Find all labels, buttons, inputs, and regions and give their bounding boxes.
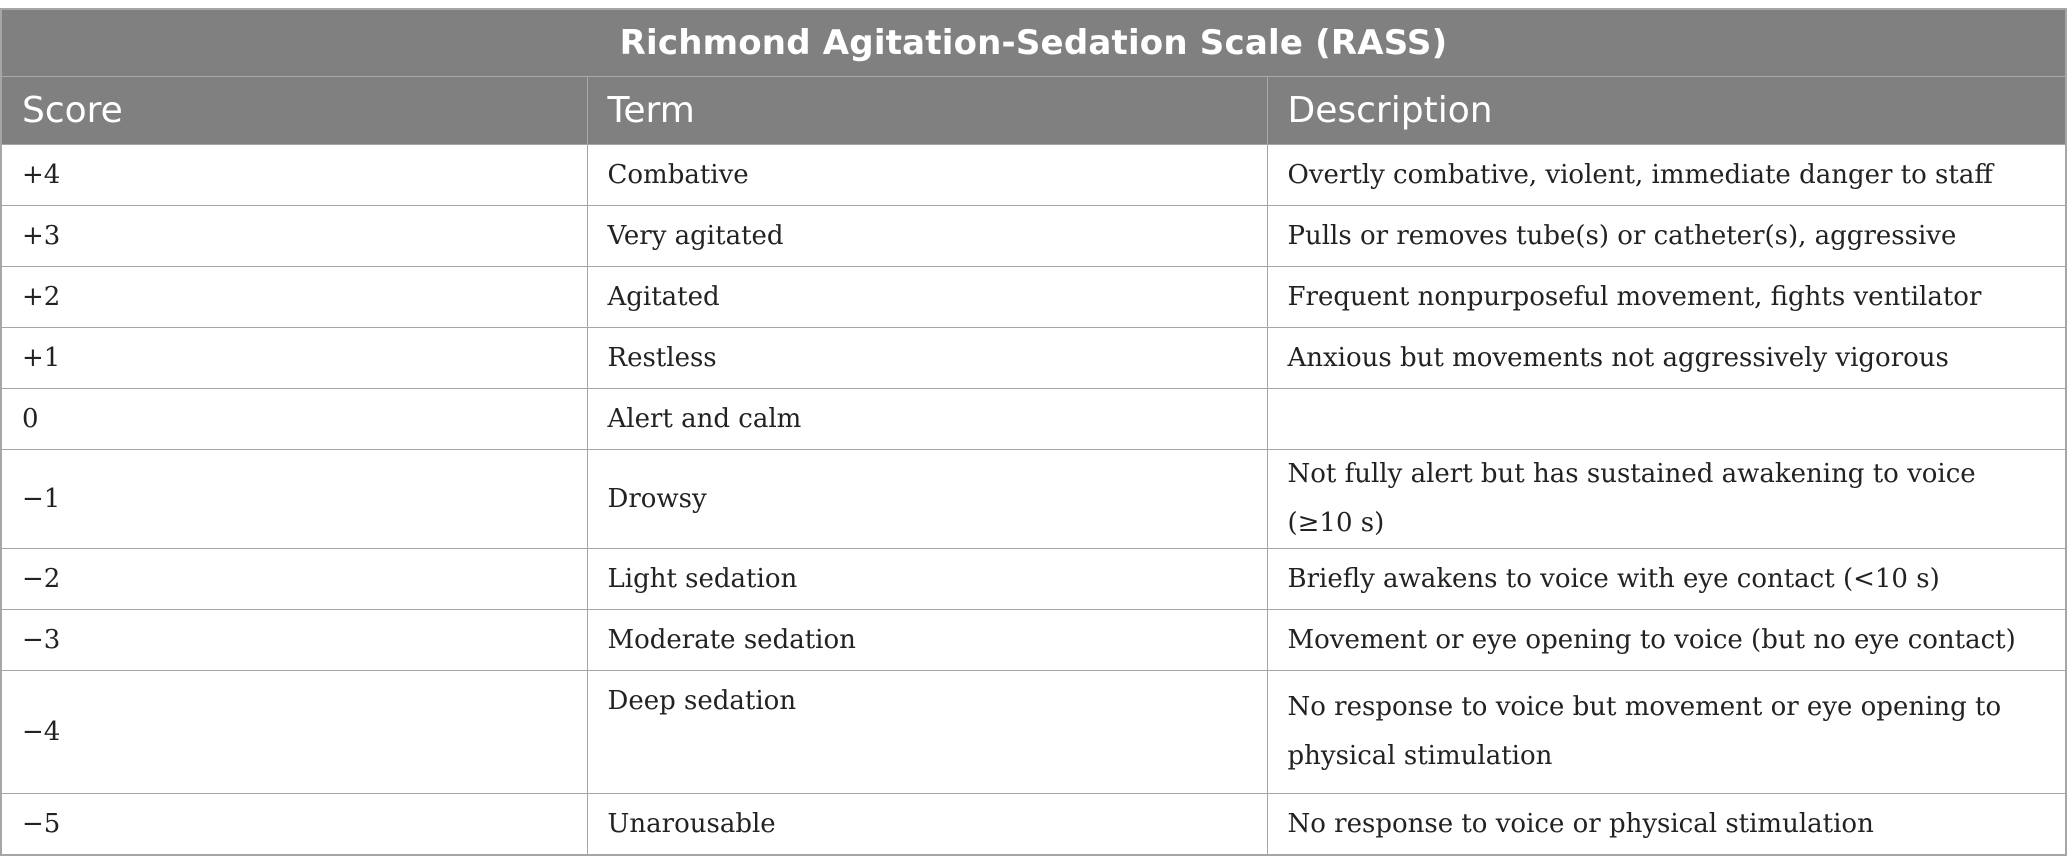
description-cell: No response to voice or physical stimula… [1267,793,2067,855]
description-cell: Frequent nonpurposeful movement, fights … [1267,266,2067,328]
description-cell: No response to voice but movement or eye… [1267,670,2067,794]
score-cell: −1 [1,449,588,549]
score-cell: +4 [1,144,588,206]
term-cell: Light sedation [587,548,1268,610]
description-cell: Overtly combative, violent, immediate da… [1267,144,2067,206]
term-cell: Very agitated [587,205,1268,267]
term-cell: Restless [587,327,1268,389]
description-cell: Pulls or removes tube(s) or catheter(s),… [1267,205,2067,267]
table-row: −4 Deep sedation No response to voice bu… [1,670,2067,794]
term-cell: Unarousable [587,793,1268,855]
table-row: −1 Drowsy Not fully alert but has sustai… [1,449,2067,549]
table-row: 0 Alert and calm [1,388,2067,450]
table-row: −5 Unarousable No response to voice or p… [1,793,2067,855]
description-cell: Briefly awakens to voice with eye contac… [1267,548,2067,610]
header-term: Term [587,76,1268,145]
score-cell: −5 [1,793,588,855]
table-row: +3 Very agitated Pulls or removes tube(s… [1,205,2067,267]
header-description: Description [1267,76,2067,145]
table-title: Richmond Agitation-Sedation Scale (RASS) [1,9,2067,77]
rass-table-container: Richmond Agitation-Sedation Scale (RASS)… [0,8,2067,856]
table-row: −2 Light sedation Briefly awakens to voi… [1,548,2067,610]
term-cell: Moderate sedation [587,609,1268,671]
score-cell: +3 [1,205,588,267]
term-cell: Agitated [587,266,1268,328]
table-row: +4 Combative Overtly combative, violent,… [1,144,2067,206]
description-cell: Not fully alert but has sustained awaken… [1267,449,2067,549]
title-row: Richmond Agitation-Sedation Scale (RASS) [1,9,2067,77]
table-row: −3 Moderate sedation Movement or eye ope… [1,609,2067,671]
header-score: Score [1,76,588,145]
score-cell: −4 [1,670,588,794]
term-cell: Deep sedation [587,670,1268,794]
description-cell: Anxious but movements not aggressively v… [1267,327,2067,389]
score-cell: −2 [1,548,588,610]
term-cell: Combative [587,144,1268,206]
table-row: +1 Restless Anxious but movements not ag… [1,327,2067,389]
score-cell: +1 [1,327,588,389]
header-row: Score Term Description [1,76,2067,145]
score-cell: +2 [1,266,588,328]
description-cell: Movement or eye opening to voice (but no… [1267,609,2067,671]
rass-table: Richmond Agitation-Sedation Scale (RASS)… [0,8,2067,856]
term-cell: Drowsy [587,449,1268,549]
description-cell [1267,388,2067,450]
table-row: +2 Agitated Frequent nonpurposeful movem… [1,266,2067,328]
score-cell: 0 [1,388,588,450]
term-cell: Alert and calm [587,388,1268,450]
score-cell: −3 [1,609,588,671]
